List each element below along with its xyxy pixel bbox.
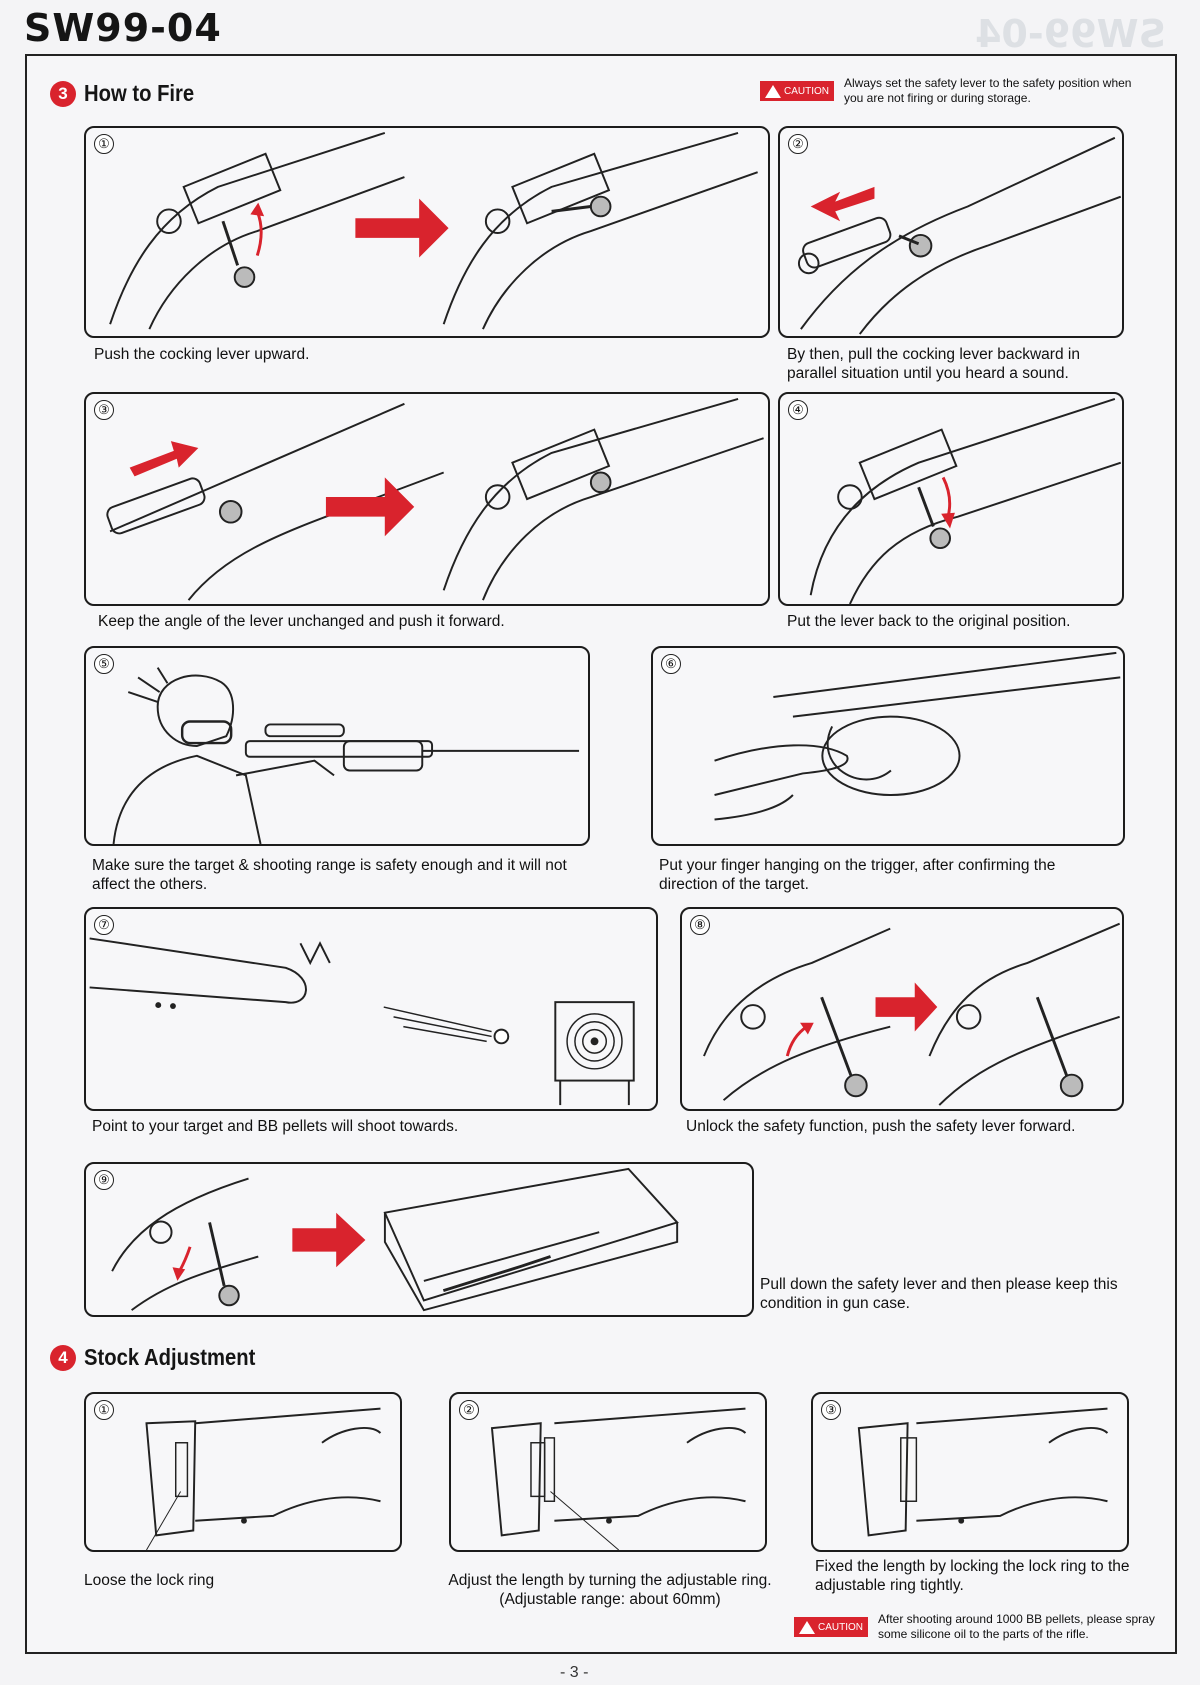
stock-lock-ring-illustration — [145, 1407, 382, 1550]
step-3-caption: Keep the angle of the lever unchanged an… — [98, 613, 505, 630]
step-5-caption: Make sure the target & shooting range is… — [92, 857, 567, 893]
caution-badge: CAUTION — [794, 1617, 868, 1637]
safety-lever-forward-illustration — [703, 922, 1121, 1106]
step-number: ② — [459, 1400, 479, 1420]
step-4-caption: Put the lever back to the original posit… — [787, 613, 1071, 630]
stock-step-1-panel: ① — [84, 1392, 402, 1552]
section-title: Stock Adjustment — [84, 1344, 256, 1370]
section-how-to-fire: 3 How to Fire — [50, 80, 209, 107]
bb-shooting-target-illustration — [89, 937, 635, 1106]
caution-note-bottom: CAUTION After shooting around 1000 BB pe… — [794, 1612, 1158, 1642]
caution-badge-label: CAUTION — [784, 85, 829, 97]
caution-note-top: CAUTION Always set the safety lever to t… — [760, 76, 1134, 106]
step-2-panel: ② — [778, 126, 1124, 338]
step-number: ⑤ — [94, 654, 114, 674]
step-number: ⑨ — [94, 1170, 114, 1190]
rifle-lever-down-illustration — [809, 397, 1122, 604]
step-number: ⑦ — [94, 915, 114, 935]
section-number: 3 — [50, 80, 76, 107]
section-title: How to Fire — [84, 80, 195, 106]
step-8-caption: Unlock the safety function, push the saf… — [686, 1118, 1076, 1135]
stock-step-2-caption-line2: (Adjustable range: about 60mm) — [499, 1591, 721, 1608]
stock-step-2-caption-line1: Adjust the length by turning the adjusta… — [448, 1572, 772, 1589]
warning-triangle-icon — [765, 84, 781, 98]
step-number: ③ — [821, 1400, 841, 1420]
step-9-caption: Pull down the safety lever and then plea… — [760, 1276, 1118, 1312]
step-6-panel: ⑥ — [651, 646, 1125, 846]
step-5-panel: ⑤ — [84, 646, 590, 846]
step-number: ④ — [788, 400, 808, 420]
page-title: SW99-04 — [24, 6, 222, 50]
step-number: ② — [788, 134, 808, 154]
stock-step-3-panel: ③ — [811, 1392, 1129, 1552]
step-number: ③ — [94, 400, 114, 420]
rifle-bolt-push-illustration — [106, 397, 764, 601]
gun-case-storage-illustration — [111, 1167, 679, 1312]
shooter-aiming-illustration — [112, 667, 580, 844]
step-7-caption: Point to your target and BB pellets will… — [92, 1118, 459, 1135]
stock-step-2-panel: ② — [449, 1392, 767, 1552]
step-7-panel: ⑦ — [84, 907, 658, 1111]
step-2-caption: By then, pull the cocking lever backward… — [787, 346, 1080, 382]
section-number: 4 — [50, 1344, 76, 1371]
page-number: - 3 - — [560, 1664, 589, 1681]
stock-step-3-caption: Fixed the length by locking the lock rin… — [815, 1558, 1130, 1594]
caution-text: After shooting around 1000 BB pellets, p… — [878, 1612, 1155, 1641]
step-4-panel: ④ — [778, 392, 1124, 606]
stock-adjustable-ring-illustration — [490, 1407, 747, 1550]
bleed-through-title: SW99-04 — [975, 12, 1166, 56]
step-number: ① — [94, 1400, 114, 1420]
step-number: ⑧ — [690, 915, 710, 935]
step-6-caption: Put your finger hanging on the trigger, … — [659, 857, 1056, 893]
rifle-bolt-illustration — [109, 131, 758, 330]
caution-badge-label: CAUTION — [818, 1621, 863, 1633]
caution-badge: CAUTION — [760, 81, 834, 101]
step-3-panel: ③ — [84, 392, 770, 606]
step-number: ⑥ — [661, 654, 681, 674]
caution-text: Always set the safety lever to the safet… — [844, 76, 1132, 105]
step-8-panel: ⑧ — [680, 907, 1124, 1111]
stock-step-2-caption: Adjust the length by turning the adjusta… — [430, 1571, 790, 1609]
step-1-panel: ① — [84, 126, 770, 338]
stock-step-1-caption: Loose the lock ring — [84, 1572, 215, 1589]
step-9-panel: ⑨ — [84, 1162, 754, 1317]
rifle-bolt-pull-illustration — [797, 136, 1122, 335]
finger-on-trigger-illustration — [714, 651, 1121, 821]
stock-fixed-illustration — [857, 1407, 1109, 1537]
section-stock-adjustment: 4 Stock Adjustment — [50, 1344, 279, 1371]
step-number: ① — [94, 134, 114, 154]
step-1-caption: Push the cocking lever upward. — [94, 346, 310, 363]
warning-triangle-icon — [799, 1620, 815, 1634]
